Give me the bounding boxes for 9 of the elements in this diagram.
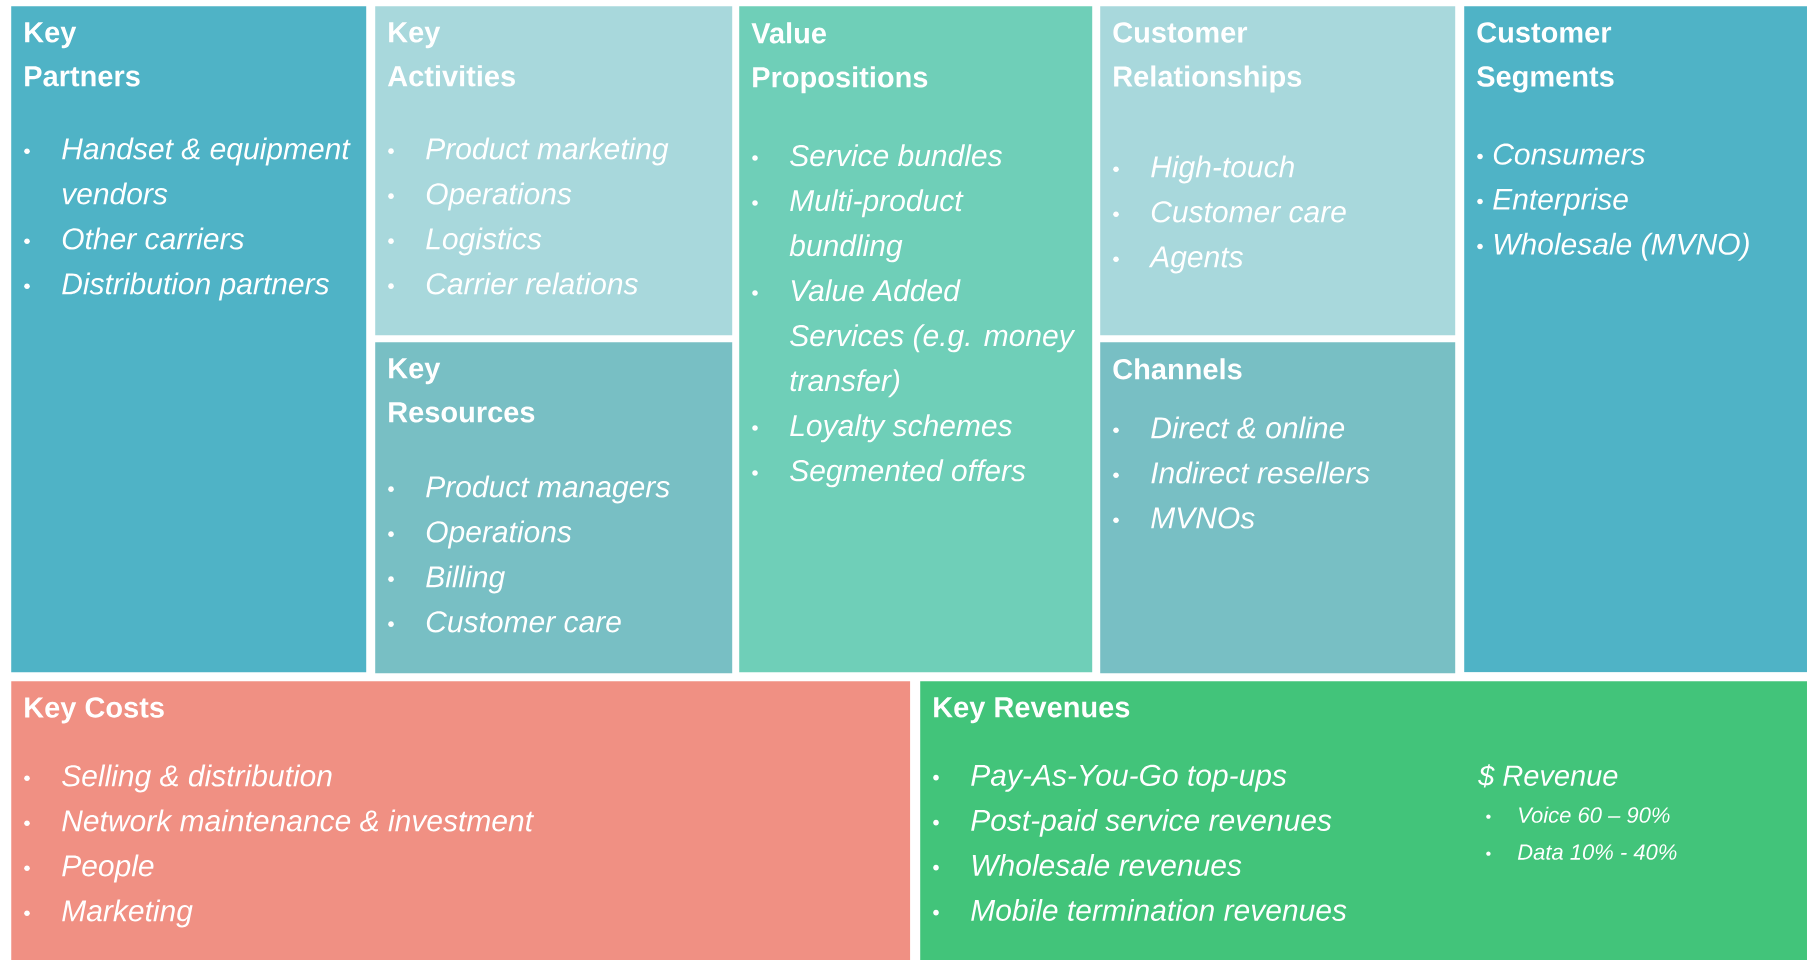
canvas-block: Key Revenues Pay-As-You-Go top-ups Post-paid service revenues Wholesale revenues Mobile termination revenues $ Revenue Voice 60 – 90% Data 10% - 40%	[920, 681, 1807, 960]
canvas-block: Key Partners Handset & equipment vendors Other carriers Distribution partners	[11, 6, 367, 673]
canvas-block: Key Activities Product marketing Operations Logistics Carrier relations	[375, 6, 733, 336]
canvas-block: Customer Relationships High-touch Customer care Agents	[1100, 6, 1456, 336]
canvas-block: Key Resources Product managers Operations Billing Customer care	[375, 342, 733, 674]
canvas-block: Channels Direct & online Indirect resellers MVNOs	[1100, 342, 1456, 674]
canvas-block: Value Propositions Service bundles Multi-product bundling Value Added Services (e.g. money transfer) Loyalty schemes Segmented offers	[739, 6, 1093, 673]
canvas-block: Customer Segments Consumers Enterprise Wholesale (MVNO)	[1464, 6, 1807, 673]
canvas-block: Key Costs Selling & distribution Network maintenance & investment People Marketing	[11, 681, 911, 960]
